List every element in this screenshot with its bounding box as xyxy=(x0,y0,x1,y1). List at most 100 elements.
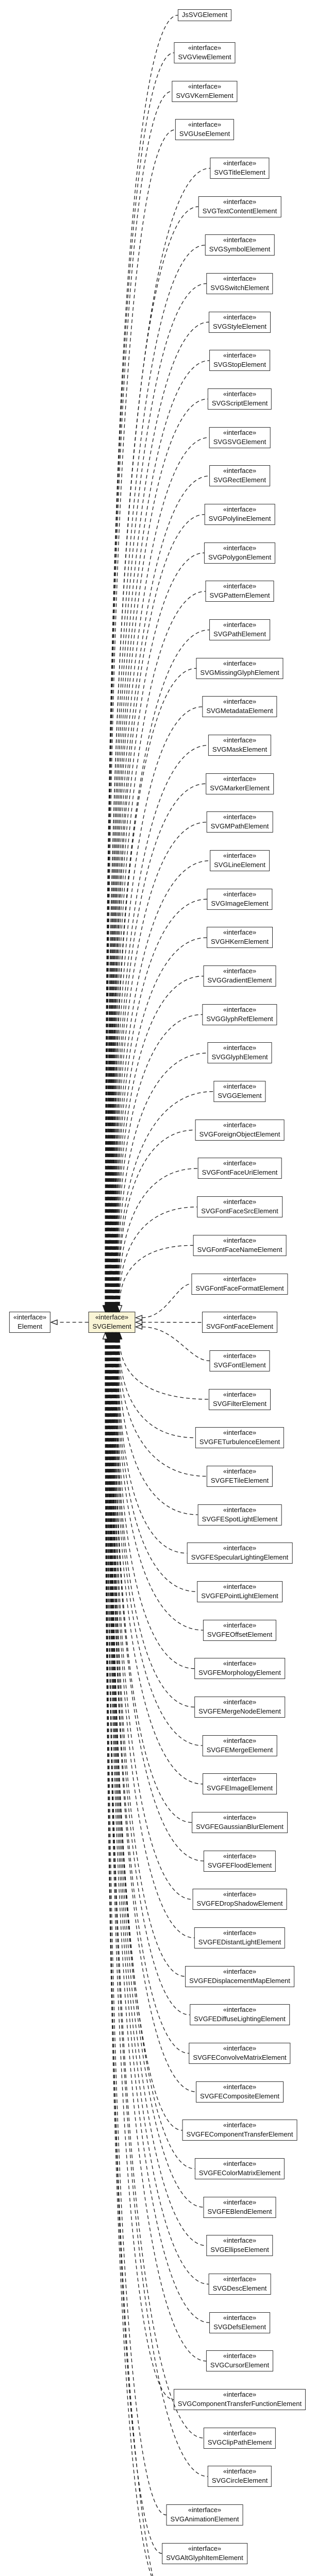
stereotype-label: «interface» xyxy=(223,2429,257,2437)
stereotype-label: «interface» xyxy=(223,2121,257,2129)
class-name-label: SVGGradientElement xyxy=(207,976,272,984)
class-name-label: SVGCursorElement xyxy=(210,2361,270,2369)
interface-box-SVGPathElement: «interface»SVGPathElement xyxy=(209,619,270,640)
class-name-label: SVGScriptElement xyxy=(211,399,268,407)
class-name-label: SVGFEImageElement xyxy=(207,1784,273,1792)
class-name-label: SVGFEMorphologyElement xyxy=(198,1669,281,1676)
class-name-label: SVGFontElement xyxy=(213,1361,266,1369)
stereotype-label: «interface» xyxy=(223,1429,257,1436)
class-name-label: SVGElement xyxy=(92,1323,131,1330)
interface-box-SVGGlyphRefElement: «interface» SVGGlyphRefElement xyxy=(202,1004,277,1025)
class-name-label: SVGFEDisplacementMapElement xyxy=(189,1977,290,1985)
interface-box-SVGFEConvolveMatrixElement: «interface»SVGFEConvolveMatrixElement xyxy=(189,2043,291,2064)
stereotype-label: «interface» xyxy=(223,1737,257,1744)
interface-box-SVGSVGElement: «interface»SVGSVGElement xyxy=(209,427,271,448)
interface-box-SVGMPathElement: «interface»SVGMPathElement xyxy=(206,811,273,833)
class-name-label: SVGFontFaceFormatElement xyxy=(195,1284,284,1292)
class-name-label: SVGFEMergeElement xyxy=(206,1746,273,1754)
stereotype-label: «interface» xyxy=(223,1391,257,1398)
stereotype-label: «interface» xyxy=(223,2314,257,2321)
interface-box-SVGFETileElement: «interface» SVGFETileElement xyxy=(206,1466,273,1487)
stereotype-label: «interface» xyxy=(223,736,257,744)
interface-box-SVGRectElement: «interface»SVGRectElement xyxy=(209,465,270,486)
stereotype-label: «interface» xyxy=(223,1082,257,1090)
class-name-label: SVGFEComponentTransferElement xyxy=(186,2130,293,2138)
stereotype-label: «interface» xyxy=(188,121,222,128)
interface-box-SVGVKernElement: «interface» SVGVKernElement xyxy=(172,81,238,102)
stereotype-label: «interface» xyxy=(223,2160,257,2167)
interface-box-SVGGElement: «interface»SVGGElement xyxy=(213,1081,266,1102)
stereotype-label: «interface» xyxy=(223,1659,257,1667)
interface-box-SVGElement: «interface» SVGElement xyxy=(88,1312,136,1333)
interface-box-SVGFEPointLightElement: «interface»SVGFEPointLightElement xyxy=(197,1581,282,1602)
stereotype-label: «interface» xyxy=(223,390,257,398)
interface-box-SVGGlyphElement: «interface»SVGGlyphElement xyxy=(207,1042,272,1063)
class-name-label: SVGFEGaussianBlurElement xyxy=(196,1823,284,1831)
interface-box-SVGFontFaceFormatElement: «interface»SVGFontFaceFormatElement xyxy=(191,1274,288,1295)
stereotype-label: «interface» xyxy=(223,967,257,975)
class-name-label: SVGFEFloodElement xyxy=(207,1861,272,1869)
class-name-label: SVGFEDistantLightElement xyxy=(198,1938,281,1946)
interface-box-SVGFEMergeElement: «interface» SVGFEMergeElement xyxy=(202,1735,277,1756)
stereotype-label: «interface» xyxy=(223,275,257,282)
interface-box-SVGMaskElement: «interface»SVGMaskElement xyxy=(208,735,272,756)
stereotype-label: «interface» xyxy=(223,2198,257,2206)
class-name-label: SVGFETileElement xyxy=(210,1477,269,1484)
interface-box-SVGMissingGlyphElement: «interface»SVGMissingGlyphElement xyxy=(196,658,284,679)
stereotype-label: «interface» xyxy=(223,2083,257,2091)
stereotype-label: «interface» xyxy=(223,2275,257,2283)
interface-box-SVGFontFaceSrcElement: «interface»SVGFontFaceSrcElement xyxy=(197,1196,282,1217)
interface-box-SVGFEMorphologyElement: «interface» SVGFEMorphologyElement xyxy=(194,1658,285,1679)
interface-box-SVGComponentTransferFunctionElement: «interface»SVGComponentTransferFunctionE… xyxy=(173,2389,306,2410)
stereotype-label: «interface» xyxy=(188,2545,222,2552)
interface-box-SVGFESpotLightElement: «interface»SVGFESpotLightElement xyxy=(197,1504,282,1526)
stereotype-label: «interface» xyxy=(223,544,257,552)
interface-box-SVGTitleElement: «interface»SVGTitleElement xyxy=(210,158,270,179)
stereotype-label: «interface» xyxy=(223,467,257,474)
stereotype-label: «interface» xyxy=(223,1929,257,1937)
interface-box-SVGMetadataElement: «interface»SVGMetadataElement xyxy=(202,696,277,717)
stereotype-label: «interface» xyxy=(223,1467,257,1475)
interface-box-SVGViewElement: «interface»SVGViewElement xyxy=(174,42,236,63)
class-name-label: SVGGlyphRefElement xyxy=(206,1015,273,1023)
class-name-label: SVGAnimationElement xyxy=(170,2515,239,2523)
stereotype-label: «interface» xyxy=(223,1006,257,1013)
interface-box-SVGDefsElement: «interface» SVGDefsElement xyxy=(209,2312,270,2333)
class-name-label: SVGViewElement xyxy=(178,53,231,61)
interface-box-SVGFontFaceUriElement: «interface»SVGFontFaceUriElement xyxy=(197,1158,282,1179)
class-name-label: JsSVGElement xyxy=(181,11,228,19)
interface-box-SVGFEDropShadowElement: «interface»SVGFEDropShadowElement xyxy=(192,1889,287,1910)
stereotype-label: «interface» xyxy=(223,813,257,821)
interface-box-SVGFECompositeElement: «interface»SVGFECompositeElement xyxy=(196,2081,284,2103)
class-name-label: SVGPolylineElement xyxy=(208,515,271,522)
stereotype-label: «interface» xyxy=(223,890,257,898)
interface-box-SVGPatternElement: «interface»SVGPatternElement xyxy=(205,581,274,602)
stereotype-label: «interface» xyxy=(223,582,257,590)
class-name-label: SVGMarkerElement xyxy=(210,784,270,792)
interface-box-SVGFEDistantLightElement: «interface»SVGFEDistantLightElement xyxy=(194,1927,286,1948)
class-name-label: SVGFEDiffuseLightingElement xyxy=(194,2015,286,2023)
class-name-label: SVGDefsElement xyxy=(213,2323,266,2331)
stereotype-label: «interface» xyxy=(223,928,257,936)
interface-box-SVGFEColorMatrixElement: «interface»SVGFEColorMatrixElement xyxy=(194,2158,285,2179)
class-name-label: SVGForeignObjectElement xyxy=(199,1130,280,1138)
stereotype-label: «interface» xyxy=(223,429,257,436)
class-name-label: SVGFilterElement xyxy=(212,1400,267,1408)
interface-box-SVGFETurbulenceElement: «interface»SVGFETurbulenceElement xyxy=(195,1427,285,1448)
class-name-label: SVGFEBlendElement xyxy=(207,2208,272,2215)
stereotype-label: «interface» xyxy=(223,1313,257,1321)
interface-box-SVGScriptElement: «interface»SVGScriptElement xyxy=(207,388,272,410)
class-name-label: SVGStyleElement xyxy=(212,323,267,330)
stereotype-label: «interface» xyxy=(223,1698,257,1706)
class-name-label: SVGPatternElement xyxy=(209,591,270,599)
class-name-label: SVGGlyphElement xyxy=(211,1053,268,1061)
class-name-label: SVGHKernElement xyxy=(211,938,269,945)
interface-box-Element: «interface» Element xyxy=(9,1312,51,1333)
class-name-label: SVGMaskElement xyxy=(212,745,268,753)
interface-box-SVGFESpecularLightingElement: «interface»SVGFESpecularLightingElement xyxy=(187,1543,293,1564)
stereotype-label: «interface» xyxy=(223,1352,257,1360)
stereotype-label: «interface» xyxy=(188,82,222,90)
class-name-label: SVGTextContentElement xyxy=(202,207,277,215)
class-name-label: SVGVKernElement xyxy=(176,92,234,99)
stereotype-label: «interface» xyxy=(223,505,257,513)
